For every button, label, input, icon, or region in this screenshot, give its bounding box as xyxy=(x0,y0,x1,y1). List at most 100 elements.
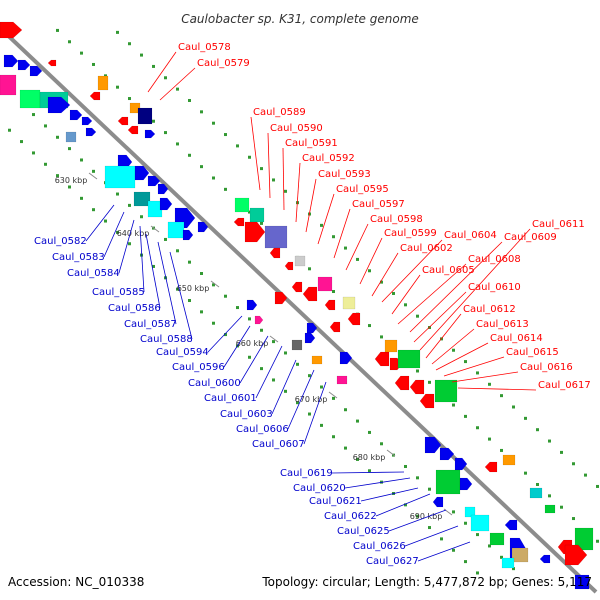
gene-feature[interactable] xyxy=(144,129,156,139)
gene-feature[interactable] xyxy=(504,519,518,531)
gene-feature[interactable] xyxy=(97,75,109,91)
gene-feature[interactable] xyxy=(539,554,551,564)
gene-label-caul_0601[interactable]: Caul_0601 xyxy=(204,393,257,404)
gene-feature[interactable] xyxy=(182,229,194,241)
gene-feature[interactable] xyxy=(324,299,336,311)
gene-label-caul_0607[interactable]: Caul_0607 xyxy=(252,439,305,450)
gene-label-caul_0598[interactable]: Caul_0598 xyxy=(370,214,423,225)
gene-label-caul_0595[interactable]: Caul_0595 xyxy=(336,184,389,195)
gene-label-caul_0621[interactable]: Caul_0621 xyxy=(309,496,362,507)
gene-label-caul_0609[interactable]: Caul_0609 xyxy=(504,232,557,243)
gene-feature[interactable] xyxy=(134,165,150,181)
gene-feature[interactable] xyxy=(484,461,498,473)
gene-label-caul_0579[interactable]: Caul_0579 xyxy=(197,58,250,69)
gene-feature[interactable] xyxy=(127,125,139,135)
gene-feature[interactable] xyxy=(439,447,455,461)
gene-feature[interactable] xyxy=(294,255,306,267)
gene-feature[interactable] xyxy=(454,457,468,471)
gene-label-caul_0617[interactable]: Caul_0617 xyxy=(538,380,591,391)
gene-label-caul_0588[interactable]: Caul_0588 xyxy=(140,334,193,345)
gene-label-caul_0594[interactable]: Caul_0594 xyxy=(156,347,209,358)
gene-feature[interactable] xyxy=(409,379,425,395)
gene-label-caul_0599[interactable]: Caul_0599 xyxy=(384,228,437,239)
gene-label-caul_0587[interactable]: Caul_0587 xyxy=(124,319,177,330)
gene-feature[interactable] xyxy=(347,312,361,326)
gene-feature[interactable] xyxy=(544,504,556,514)
gene-feature[interactable] xyxy=(435,469,461,495)
gene-label-caul_0626[interactable]: Caul_0626 xyxy=(353,541,406,552)
gene-label-caul_0608[interactable]: Caul_0608 xyxy=(468,254,521,265)
gene-feature[interactable] xyxy=(336,375,348,385)
gene-label-caul_0586[interactable]: Caul_0586 xyxy=(108,303,161,314)
gene-feature[interactable] xyxy=(459,477,473,491)
gene-feature[interactable] xyxy=(264,225,288,249)
gene-label-caul_0582[interactable]: Caul_0582 xyxy=(34,236,87,247)
gene-feature[interactable] xyxy=(0,21,23,39)
gene-feature[interactable] xyxy=(147,200,163,218)
gene-label-caul_0591[interactable]: Caul_0591 xyxy=(285,138,338,149)
gene-feature[interactable] xyxy=(159,197,173,211)
gene-feature[interactable] xyxy=(81,116,93,126)
gene-feature[interactable] xyxy=(17,59,31,71)
gene-feature[interactable] xyxy=(384,339,398,353)
gene-feature[interactable] xyxy=(564,544,588,566)
gene-feature[interactable] xyxy=(424,436,442,454)
gene-label-caul_0583[interactable]: Caul_0583 xyxy=(52,252,105,263)
gene-feature[interactable] xyxy=(85,127,97,137)
gene-feature[interactable] xyxy=(284,261,294,271)
gene-feature[interactable] xyxy=(394,375,410,391)
gene-label-caul_0593[interactable]: Caul_0593 xyxy=(318,169,371,180)
gene-feature[interactable] xyxy=(104,165,136,189)
gene-feature[interactable] xyxy=(137,107,153,125)
gene-feature[interactable] xyxy=(249,207,265,223)
gene-feature[interactable] xyxy=(167,221,185,239)
gene-feature[interactable] xyxy=(246,299,258,311)
gene-label-caul_0590[interactable]: Caul_0590 xyxy=(270,123,323,134)
gene-feature[interactable] xyxy=(233,217,245,227)
gene-feature[interactable] xyxy=(157,183,169,195)
gene-feature[interactable] xyxy=(269,247,281,259)
gene-feature[interactable] xyxy=(304,332,316,344)
gene-label-caul_0622[interactable]: Caul_0622 xyxy=(324,511,377,522)
gene-label-caul_0585[interactable]: Caul_0585 xyxy=(92,287,145,298)
gene-label-caul_0620[interactable]: Caul_0620 xyxy=(293,483,346,494)
gene-feature[interactable] xyxy=(511,547,529,563)
gene-label-caul_0589[interactable]: Caul_0589 xyxy=(253,107,306,118)
gene-feature[interactable] xyxy=(254,315,264,325)
gene-feature[interactable] xyxy=(489,532,505,546)
gene-label-caul_0597[interactable]: Caul_0597 xyxy=(352,199,405,210)
gene-feature[interactable] xyxy=(291,339,303,351)
gene-feature[interactable] xyxy=(317,276,333,292)
gene-feature[interactable] xyxy=(147,175,161,187)
gene-feature[interactable] xyxy=(291,281,303,293)
gene-label-caul_0584[interactable]: Caul_0584 xyxy=(67,268,120,279)
gene-feature[interactable] xyxy=(133,191,151,207)
gene-label-caul_0627[interactable]: Caul_0627 xyxy=(366,556,419,567)
gene-feature[interactable] xyxy=(311,355,323,365)
gene-feature[interactable] xyxy=(339,351,353,365)
gene-label-caul_0604[interactable]: Caul_0604 xyxy=(444,230,497,241)
gene-feature[interactable] xyxy=(19,89,41,109)
gene-feature[interactable] xyxy=(529,487,543,499)
gene-feature[interactable] xyxy=(574,574,590,590)
gene-label-caul_0613[interactable]: Caul_0613 xyxy=(476,319,529,330)
gene-label-caul_0625[interactable]: Caul_0625 xyxy=(337,526,390,537)
gene-label-caul_0615[interactable]: Caul_0615 xyxy=(506,347,559,358)
gene-label-caul_0605[interactable]: Caul_0605 xyxy=(422,265,475,276)
gene-feature[interactable] xyxy=(47,59,57,67)
gene-feature[interactable] xyxy=(432,496,444,508)
gene-feature[interactable] xyxy=(574,527,594,551)
gene-feature[interactable] xyxy=(306,322,318,334)
gene-label-caul_0606[interactable]: Caul_0606 xyxy=(236,424,289,435)
gene-feature[interactable] xyxy=(274,291,288,305)
gene-feature[interactable] xyxy=(302,286,318,302)
gene-feature[interactable] xyxy=(502,454,516,466)
gene-label-caul_0592[interactable]: Caul_0592 xyxy=(302,153,355,164)
gene-label-caul_0603[interactable]: Caul_0603 xyxy=(220,409,273,420)
gene-feature[interactable] xyxy=(89,91,101,101)
gene-feature[interactable] xyxy=(434,379,458,403)
gene-label-caul_0578[interactable]: Caul_0578 xyxy=(178,42,231,53)
gene-feature[interactable] xyxy=(329,321,341,333)
gene-feature[interactable] xyxy=(0,74,17,96)
gene-feature[interactable] xyxy=(29,65,43,77)
